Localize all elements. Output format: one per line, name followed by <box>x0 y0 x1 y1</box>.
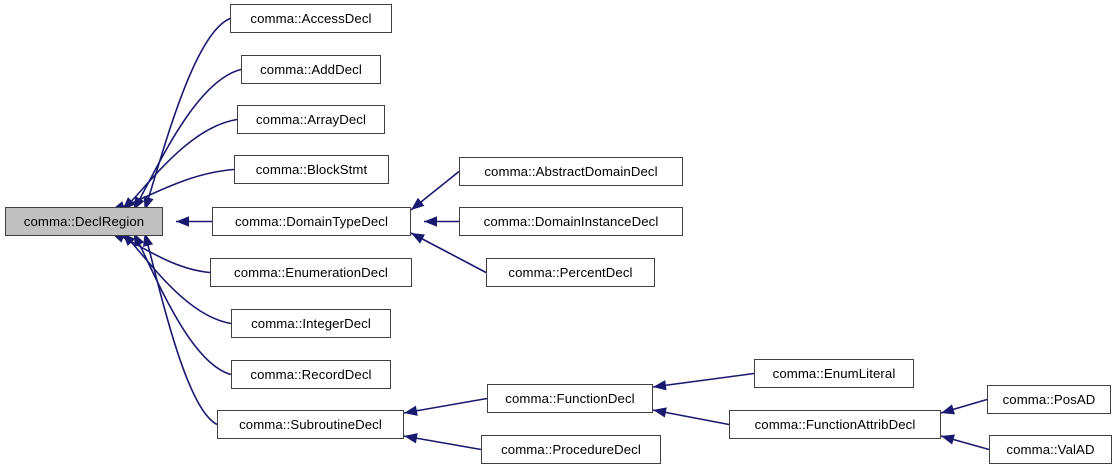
node-label: comma::ProcedureDecl <box>501 441 641 457</box>
node-enumliteral[interactable]: comma::EnumLiteral <box>754 359 914 388</box>
node-domaintypedecl[interactable]: comma::DomainTypeDecl <box>212 207 411 236</box>
node-enumerationdecl[interactable]: comma::EnumerationDecl <box>210 258 412 287</box>
node-label: comma::AbstractDomainDecl <box>484 163 658 179</box>
node-label: comma::PercentDecl <box>508 264 633 280</box>
node-adddecl[interactable]: comma::AddDecl <box>241 55 381 84</box>
node-label: comma::ArrayDecl <box>255 111 367 127</box>
node-label: comma::FunctionAttribDecl <box>754 416 916 432</box>
node-valad[interactable]: comma::ValAD <box>989 435 1112 464</box>
edge-functiondecl-to-subroutinedecl <box>403 397 488 416</box>
edge-percentdecl-to-domaintypedecl <box>410 232 487 274</box>
node-blockstmt[interactable]: comma::BlockStmt <box>234 155 389 184</box>
node-label: comma::BlockStmt <box>255 161 368 177</box>
node-accessdecl[interactable]: comma::AccessDecl <box>230 4 392 33</box>
node-label: comma::FunctionDecl <box>505 390 635 406</box>
edge-functionattribdecl-to-functiondecl <box>652 407 730 426</box>
node-posad[interactable]: comma::PosAD <box>987 385 1111 414</box>
node-percentdecl[interactable]: comma::PercentDecl <box>486 258 655 287</box>
edge-posad-to-functionattribdecl <box>940 398 988 415</box>
edge-proceduredecl-to-subroutinedecl <box>403 433 482 451</box>
node-integerdecl[interactable]: comma::IntegerDecl <box>231 309 391 338</box>
node-declregion[interactable]: comma::DeclRegion <box>5 207 163 236</box>
edge-recorddecl-to-declregion <box>132 232 232 376</box>
node-arraydecl[interactable]: comma::ArrayDecl <box>237 105 385 134</box>
edge-subroutinedecl-to-declregion <box>143 232 218 426</box>
edge-accessdecl-to-declregion <box>143 17 231 211</box>
edge-adddecl-to-declregion <box>132 68 242 211</box>
edge-domaininstancedecl-to-domaintypedecl <box>424 216 459 227</box>
edge-domaintypedecl-to-declregion <box>176 216 212 227</box>
edge-valad-to-functionattribdecl <box>940 434 990 451</box>
node-subroutinedecl[interactable]: comma::SubroutineDecl <box>217 410 404 439</box>
node-label: comma::DomainTypeDecl <box>234 213 389 229</box>
node-label: comma::ValAD <box>1006 441 1095 457</box>
node-label: comma::PosAD <box>1002 391 1096 407</box>
node-abstractdomaindecl[interactable]: comma::AbstractDomainDecl <box>459 157 683 186</box>
node-functionattribdecl[interactable]: comma::FunctionAttribDecl <box>729 410 941 439</box>
node-label: comma::EnumerationDecl <box>234 264 388 280</box>
node-label: comma::DeclRegion <box>23 213 145 229</box>
edge-arraydecl-to-declregion <box>121 118 238 211</box>
node-label: comma::DomainInstanceDecl <box>483 213 659 229</box>
edge-integerdecl-to-declregion <box>121 232 232 325</box>
node-label: comma::AccessDecl <box>250 10 372 26</box>
node-label: comma::AddDecl <box>260 61 362 77</box>
node-proceduredecl[interactable]: comma::ProcedureDecl <box>481 435 661 464</box>
node-label: comma::SubroutineDecl <box>239 416 382 432</box>
edge-abstractdomaindecl-to-domaintypedecl <box>410 170 460 211</box>
node-label: comma::IntegerDecl <box>251 315 371 331</box>
node-label: comma::RecordDecl <box>250 366 372 382</box>
node-domaininstancedecl[interactable]: comma::DomainInstanceDecl <box>459 207 683 236</box>
edge-enumliteral-to-functiondecl <box>652 372 755 391</box>
node-recorddecl[interactable]: comma::RecordDecl <box>231 360 391 389</box>
node-label: comma::EnumLiteral <box>772 365 896 381</box>
node-functiondecl[interactable]: comma::FunctionDecl <box>487 384 653 413</box>
